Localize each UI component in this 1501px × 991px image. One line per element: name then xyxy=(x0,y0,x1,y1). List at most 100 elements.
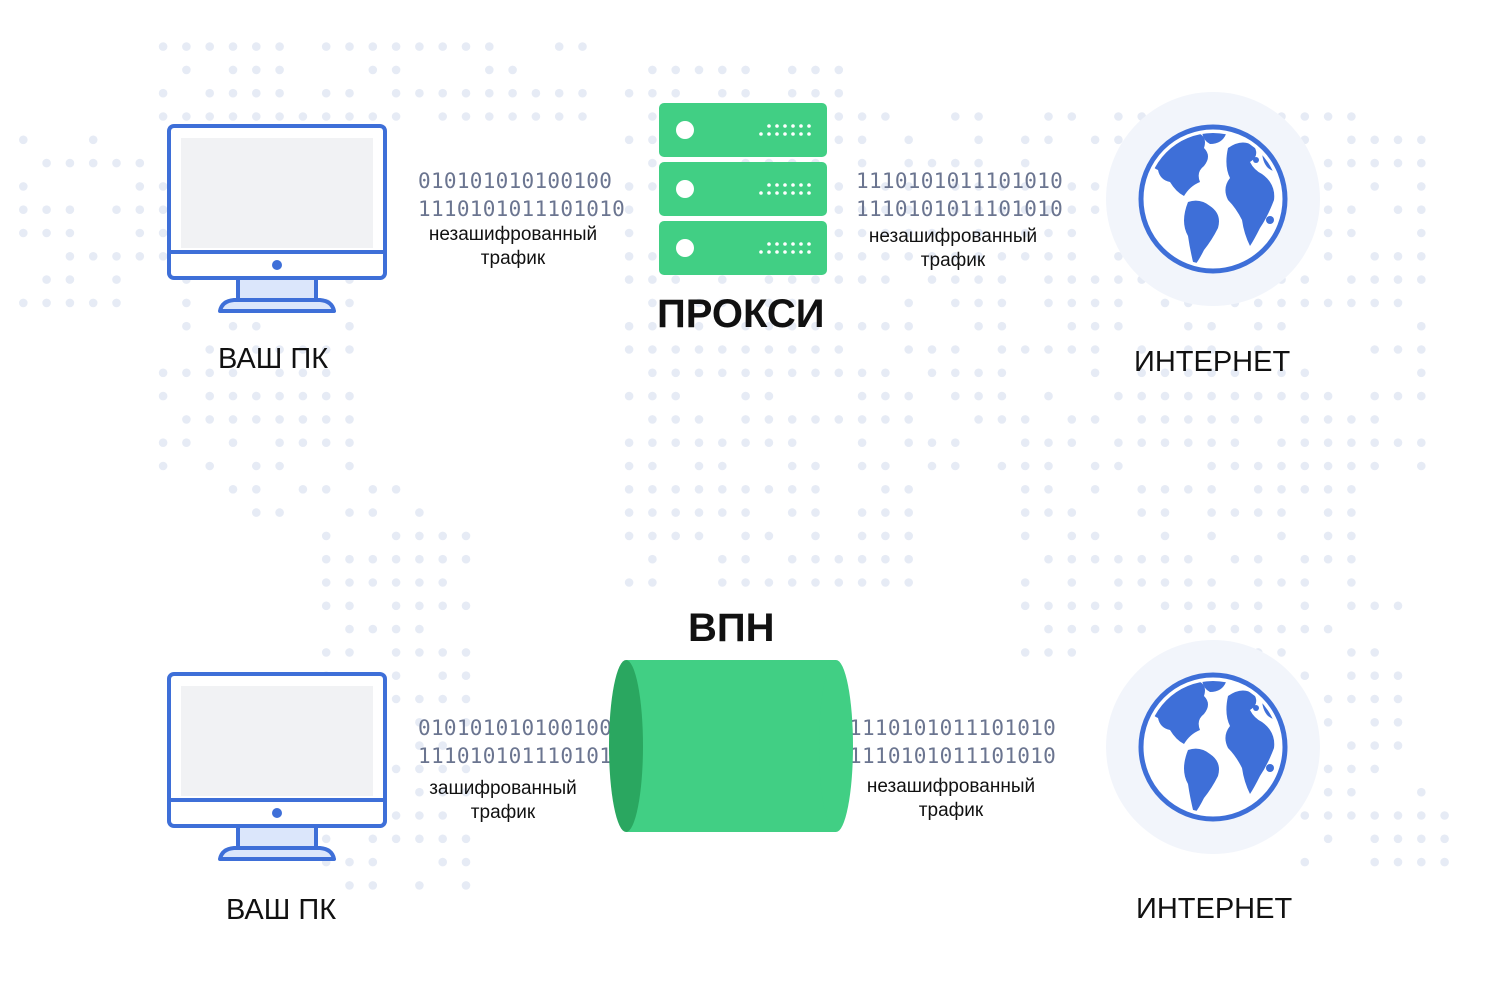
map-dot xyxy=(1090,345,1100,354)
map-dot xyxy=(1417,135,1426,145)
map-dot xyxy=(1323,508,1333,517)
map-dot xyxy=(974,251,983,261)
map-dot xyxy=(1160,554,1170,564)
map-dot xyxy=(438,88,448,98)
map-dot xyxy=(624,391,634,401)
map-dot xyxy=(1277,485,1286,494)
map-dot xyxy=(624,531,634,541)
map-dot xyxy=(485,88,494,98)
traffic-label-line: трафик xyxy=(470,802,536,823)
map-dot xyxy=(1417,228,1426,238)
map-dot xyxy=(1114,554,1123,564)
map-dot xyxy=(65,298,75,308)
map-dot xyxy=(554,88,564,98)
map-dot xyxy=(648,158,657,168)
map-dot xyxy=(368,485,378,494)
map-dot xyxy=(1044,601,1053,611)
map-dot xyxy=(857,368,867,378)
map-dot xyxy=(438,694,448,704)
map-dot xyxy=(857,228,867,238)
map-dot xyxy=(415,508,424,517)
map-dot xyxy=(927,461,937,471)
map-dot xyxy=(345,881,354,890)
map-dot xyxy=(671,345,680,354)
map-dot xyxy=(112,251,121,261)
map-dot xyxy=(345,461,354,471)
map-dot xyxy=(881,391,890,401)
vpn-pc-label: ВАШ ПК xyxy=(226,894,337,926)
map-dot xyxy=(1300,485,1310,494)
map-dot xyxy=(1253,508,1263,517)
map-dot xyxy=(1090,321,1100,331)
map-dot xyxy=(881,205,890,214)
map-dot xyxy=(1184,345,1193,354)
server-led-dot xyxy=(783,191,787,195)
map-dot xyxy=(112,205,121,214)
map-dot xyxy=(251,508,261,517)
map-dot xyxy=(1207,601,1216,611)
map-dot xyxy=(1184,391,1193,401)
map-dot xyxy=(787,368,797,378)
map-dot xyxy=(974,415,983,424)
map-dot xyxy=(251,42,261,51)
map-dot xyxy=(65,275,75,284)
map-dot xyxy=(1300,578,1310,587)
server-led-dot xyxy=(799,242,803,246)
map-dot xyxy=(1114,321,1123,331)
map-dot xyxy=(368,578,378,587)
map-dot xyxy=(391,624,401,634)
map-dot xyxy=(764,275,774,284)
map-dot xyxy=(298,391,308,401)
map-dot xyxy=(718,65,727,75)
map-dot xyxy=(974,275,983,284)
map-dot xyxy=(485,112,494,121)
map-dot xyxy=(1184,321,1193,331)
map-dot xyxy=(1323,461,1333,471)
map-dot xyxy=(857,554,867,564)
map-dot xyxy=(205,368,214,378)
map-dot xyxy=(438,811,448,820)
map-dot xyxy=(182,42,191,51)
map-dot xyxy=(1207,508,1216,517)
map-dot xyxy=(648,578,657,587)
map-dot xyxy=(671,531,680,541)
map-dot xyxy=(1323,694,1333,704)
map-dot xyxy=(1230,415,1240,424)
map-dot xyxy=(811,508,820,517)
map-dot xyxy=(718,508,727,517)
map-dot xyxy=(648,508,657,517)
map-dot xyxy=(1323,624,1333,634)
map-dot xyxy=(671,391,680,401)
map-dot xyxy=(787,578,797,587)
map-dot xyxy=(415,42,424,51)
map-dot xyxy=(1020,508,1030,517)
map-dot xyxy=(321,88,331,98)
map-dot xyxy=(624,485,634,494)
map-dot xyxy=(1184,554,1193,564)
map-dot xyxy=(648,275,657,284)
server-led-dot xyxy=(807,250,811,254)
map-dot xyxy=(415,718,424,727)
map-dot xyxy=(345,298,354,308)
traffic-label-line: зашифрованный xyxy=(429,778,577,799)
map-dot xyxy=(391,531,401,541)
map-dot xyxy=(1370,671,1379,680)
map-dot xyxy=(438,857,448,867)
map-dot xyxy=(927,345,937,354)
map-dot xyxy=(881,531,890,541)
map-dot xyxy=(648,345,657,354)
map-dot xyxy=(648,88,657,98)
map-dot xyxy=(251,88,261,98)
map-dot xyxy=(648,391,657,401)
map-dot xyxy=(974,158,983,168)
server-led-dot xyxy=(783,124,787,128)
map-dot xyxy=(1114,298,1123,308)
map-dot xyxy=(1347,601,1356,611)
map-dot xyxy=(1067,112,1077,121)
map-dot xyxy=(1230,624,1240,634)
map-dot xyxy=(321,345,331,354)
map-dot xyxy=(438,741,448,750)
map-dot xyxy=(461,648,471,657)
map-dot xyxy=(1277,438,1286,448)
map-dot xyxy=(345,112,354,121)
